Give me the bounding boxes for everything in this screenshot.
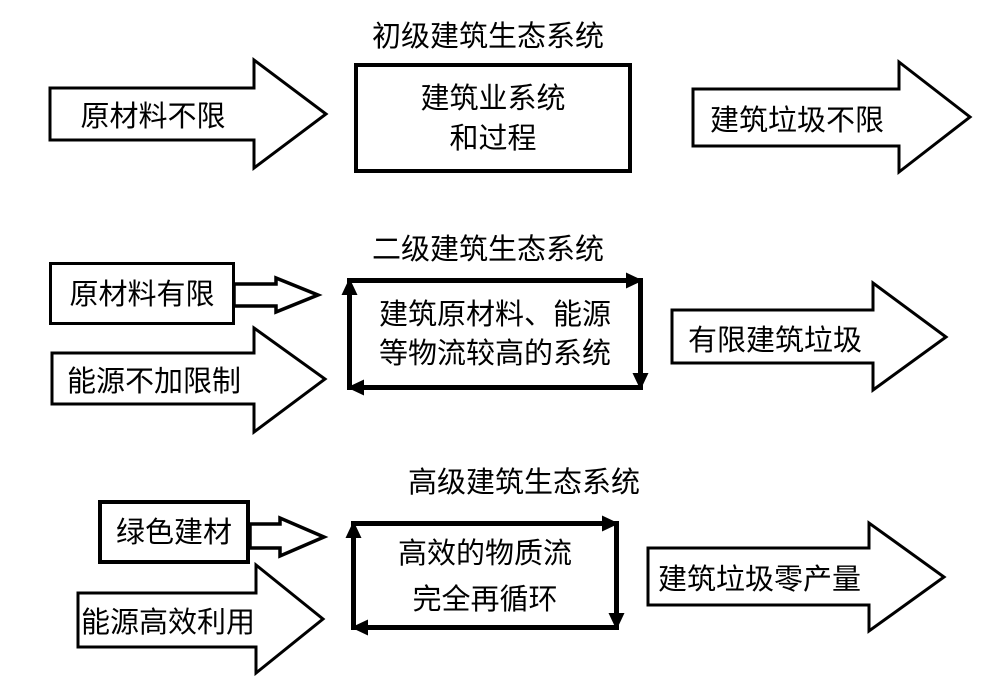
output-arrow-label-secondary: 有限建筑垃圾 bbox=[687, 323, 862, 357]
output-arrow-label-primary: 建筑垃圾不限 bbox=[709, 102, 884, 137]
cycle-box-advanced-line2: 完全再循环 bbox=[412, 581, 558, 616]
energy-block-arrow-advanced bbox=[76, 561, 326, 677]
section-title-advanced: 高级建筑生态系统 bbox=[407, 465, 640, 499]
section-title-secondary: 二级建筑生态系统 bbox=[371, 232, 604, 266]
cycle-box-advanced-line1: 高效的物质流 bbox=[397, 535, 572, 570]
energy-arrow-label-secondary: 能源不加限制 bbox=[66, 363, 241, 398]
cycle-box-secondary-line1: 建筑原材料、能源 bbox=[378, 297, 611, 331]
input-box-advanced: 绿色建材 bbox=[98, 500, 250, 564]
energy-arrow-label-advanced: 能源高效利用 bbox=[80, 604, 255, 639]
cycle-box-text-secondary: 建筑原材料、能源 等物流较高的系统 bbox=[347, 278, 643, 390]
output-block-arrow-secondary bbox=[670, 280, 949, 393]
output-arrow-label-advanced: 建筑垃圾零产量 bbox=[657, 561, 861, 596]
input-block-arrow-primary bbox=[48, 57, 329, 171]
system-box-primary-line2: 和过程 bbox=[449, 121, 537, 155]
input-box-secondary: 原材料有限 bbox=[49, 262, 235, 325]
system-box-primary-line1: 建筑业系统 bbox=[420, 81, 566, 115]
small-block-arrow-advanced bbox=[248, 515, 329, 559]
output-block-arrow-primary bbox=[691, 58, 973, 176]
cycle-box-advanced bbox=[345, 515, 625, 636]
input-arrow-label-primary: 原材料不限 bbox=[80, 99, 226, 133]
output-block-arrow-advanced bbox=[646, 520, 947, 634]
energy-block-arrow-secondary bbox=[50, 325, 328, 435]
section-title-primary: 初级建筑生态系统 bbox=[371, 19, 604, 53]
input-box-label-advanced: 绿色建材 bbox=[115, 515, 232, 549]
cycle-box-secondary bbox=[341, 272, 649, 396]
input-box-label-secondary: 原材料有限 bbox=[69, 276, 215, 311]
small-block-arrow-secondary bbox=[232, 275, 323, 315]
cycle-box-secondary-line2: 等物流较高的系统 bbox=[378, 336, 611, 370]
system-box-primary: 建筑业系统 和过程 bbox=[354, 63, 632, 173]
cycle-box-text-advanced: 高效的物质流 完全再循环 bbox=[351, 521, 619, 630]
